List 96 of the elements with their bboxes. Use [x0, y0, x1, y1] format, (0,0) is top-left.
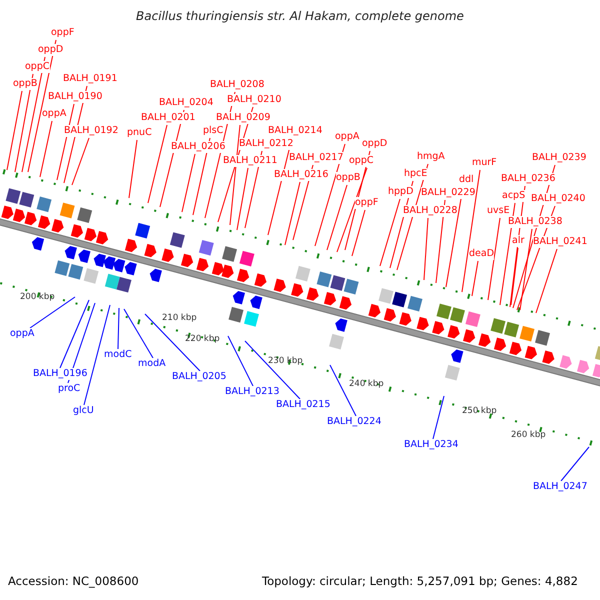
leader-line	[28, 40, 56, 172]
leader-line	[72, 138, 90, 186]
title: Bacillus thuringiensis str. Al Hakam, complete genome	[135, 10, 465, 22]
leader-line	[314, 144, 346, 246]
leader-line	[22, 56, 46, 172]
gene-label: BALH_0210	[227, 94, 282, 106]
gene-label: BALH_0217	[289, 152, 344, 164]
leader-line	[68, 302, 96, 384]
gene-label: BALH_0215	[276, 399, 330, 411]
leader-line	[520, 228, 532, 310]
gene-label: oppA	[42, 108, 66, 120]
leader-line	[30, 296, 76, 328]
gene-label: oppB	[13, 78, 38, 90]
gene-label: BALH_0234	[404, 439, 458, 451]
leader-line	[560, 446, 590, 482]
gene-label: BALH_0240	[531, 193, 586, 205]
gene-label: BALH_0241	[533, 236, 588, 248]
gene-label: BALH_0205	[172, 371, 226, 383]
leader-line	[500, 202, 516, 306]
leader-line	[326, 184, 348, 250]
leader-line	[60, 300, 90, 368]
scale-label: 200 kbp	[20, 291, 55, 303]
gene-label: BALH_0192	[64, 125, 118, 137]
gene-label: BALH_0206	[171, 141, 226, 153]
leader-line	[462, 170, 480, 292]
gene-label: BALH_0224	[327, 416, 382, 428]
leader-line	[472, 260, 478, 296]
leader-line	[144, 314, 200, 372]
gene-label: hmgA	[417, 151, 445, 163]
gene-label: plsC	[203, 125, 224, 137]
gene-label: alr	[512, 235, 524, 247]
gene-label: oppD	[362, 138, 388, 150]
leader-line	[230, 124, 240, 226]
leader-line	[536, 248, 558, 314]
scale-label: 210 kbp	[162, 312, 197, 324]
gene-label: BALH_0209	[216, 112, 270, 124]
gene-label: BALH_0190	[48, 91, 102, 103]
gene-label: hpcE	[404, 168, 428, 180]
gene-label: BALH_0216	[274, 169, 328, 181]
gene-label: BALH_0213	[225, 386, 280, 398]
scale-label: 250 kbp	[462, 405, 497, 417]
gene-label: BALH_0239	[532, 152, 586, 164]
gene-label: oppB	[336, 172, 360, 184]
gene-label: oppD	[38, 44, 64, 56]
gene-label: BALH_0238	[508, 216, 562, 228]
gene-label: oppA	[335, 131, 360, 143]
leader-line	[510, 248, 518, 306]
leader-line	[352, 210, 366, 256]
gene-label: proC	[58, 383, 80, 395]
gene-label: BALH_0214	[268, 125, 322, 137]
gene-label: hppD	[388, 186, 414, 198]
leader-line	[336, 168, 368, 252]
scale-label: 220 kbp	[185, 333, 220, 345]
scale-label: 260 kbp	[511, 429, 546, 441]
gene-label: BALH_0204	[159, 97, 214, 109]
leader-line	[84, 304, 110, 406]
gene-label: pnuC	[127, 127, 152, 139]
gene-label: deaD	[469, 248, 494, 260]
gene-label: BALH_0212	[239, 138, 294, 150]
gene-label: oppC	[349, 155, 374, 167]
leader-line	[118, 308, 120, 350]
gene-label: BALH_0211	[223, 155, 278, 167]
gene-label: glcU	[73, 405, 94, 417]
gene-label: oppA	[10, 328, 34, 340]
gene-label: BALH_0247	[533, 481, 588, 493]
gene-label: oppF	[355, 197, 378, 209]
leader-line	[148, 124, 168, 204]
gene-label: BALH_0228	[403, 205, 458, 217]
gene-label: BALH_0229	[421, 187, 476, 199]
gene-label: BALH_0208	[210, 79, 264, 91]
leader-line	[424, 218, 428, 280]
leader-line	[6, 90, 22, 170]
leader-line	[236, 168, 248, 230]
leader-line	[128, 140, 138, 198]
scale-label: 240 kbp	[349, 378, 384, 390]
leader-line	[14, 74, 34, 172]
gene-label: BALH_0196	[33, 368, 88, 380]
leader-line	[228, 336, 254, 386]
genome-stats-text: Topology: circular; Length: 5,257,091 bp; Genes: 4,882	[262, 575, 578, 587]
leader-line	[284, 182, 300, 246]
leader-line	[330, 364, 356, 416]
gene-label: oppC	[25, 61, 50, 73]
leader-line	[182, 154, 196, 212]
gene-label: oppF	[51, 27, 74, 39]
leader-line	[124, 308, 154, 358]
leader-line	[244, 340, 300, 400]
leader-line	[488, 218, 500, 300]
accession-text: Accession: NC_008600	[8, 575, 139, 587]
scale-label: 230 kbp	[268, 355, 303, 367]
gene-label: BALH_0236	[501, 173, 556, 185]
gene-label: acpS	[502, 190, 526, 202]
leader-line	[40, 120, 52, 178]
leader-line	[432, 396, 444, 440]
gene-label: BALH_0201	[141, 112, 196, 124]
leader-line	[380, 198, 400, 266]
gene-label: BALH_0191	[63, 73, 118, 85]
